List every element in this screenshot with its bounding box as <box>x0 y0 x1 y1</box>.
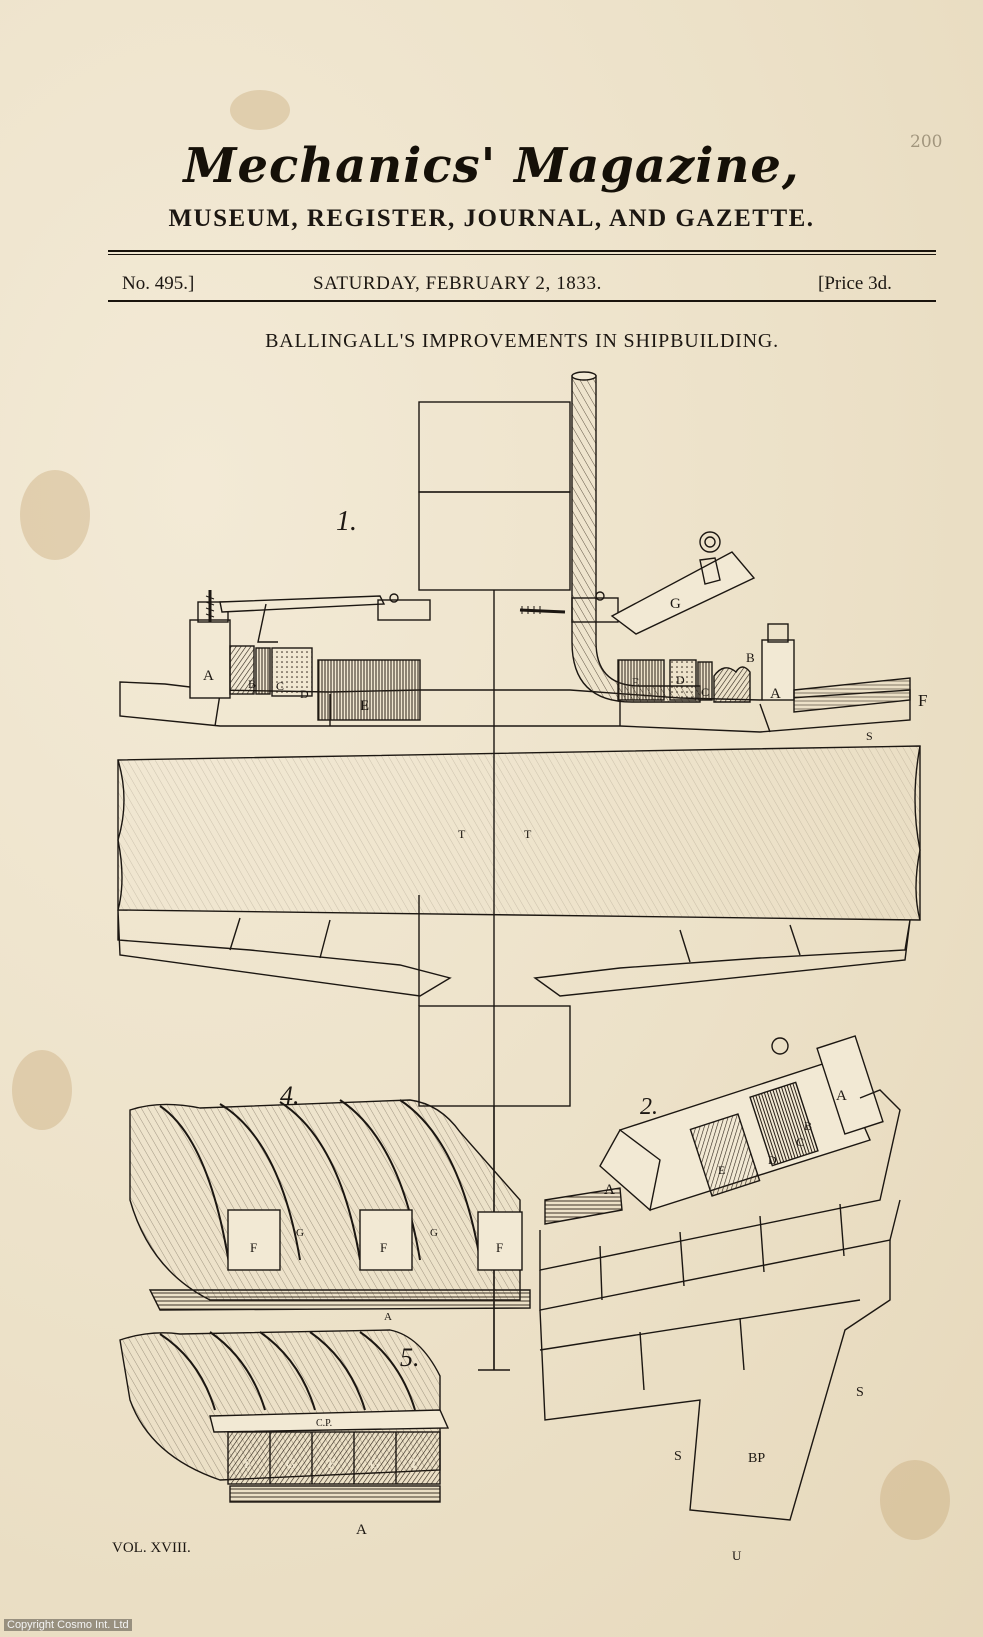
fig1-label-c-right: C <box>701 685 709 699</box>
fig1-label-c-left: C <box>276 679 284 693</box>
magazine-subtitle: MUSEUM, REGISTER, JOURNAL, AND GAZETTE. <box>168 205 815 232</box>
figure-5 <box>119 1329 450 1503</box>
article-title: BALLINGALL'S IMPROVEMENTS IN SHIPBUILDIN… <box>265 330 779 352</box>
fig1-label-g: G <box>670 596 681 612</box>
volume-footer: VOL. XVIII. <box>112 1540 191 1556</box>
fig5-number: 5. <box>400 1343 420 1372</box>
figure-1 <box>117 371 921 1371</box>
fig4-label-f-2: F <box>380 1240 387 1255</box>
fig4-number: 4. <box>280 1081 300 1110</box>
fig4-label-f-1: F <box>250 1240 257 1255</box>
fig2-label-a-right: A <box>836 1088 847 1104</box>
fig1-label-d-right: D <box>676 673 685 687</box>
fig5-label-cp: C.P. <box>316 1418 332 1429</box>
header-rule-top <box>108 250 936 252</box>
fig5-label-t: T <box>410 1456 418 1471</box>
copyright-watermark: Copyright Cosmo Int. Ltd <box>4 1619 132 1631</box>
fig1-label-t-left: T <box>458 827 466 841</box>
fig1-label-f: F <box>918 691 927 710</box>
fig5-label-f-2: F <box>328 1456 335 1471</box>
fig1-label-s: S <box>866 729 873 743</box>
fig1-label-t-right: T <box>524 827 532 841</box>
fig2-label-b: B <box>804 1119 812 1133</box>
fig2-label-bp: BP <box>748 1451 765 1466</box>
fig4-label-f-3: F <box>496 1240 503 1255</box>
fig4-label-g-2: G <box>430 1227 438 1239</box>
fig2-number: 2. <box>640 1094 658 1120</box>
fig2-label-s-right: S <box>856 1385 864 1400</box>
fig2-label-u: U <box>732 1548 742 1563</box>
stain <box>12 1050 72 1130</box>
fig1-label-a-left: A <box>203 668 214 684</box>
fig1-number: 1. <box>336 506 357 537</box>
figure-2 <box>539 1035 901 1521</box>
fig4-label-a: A <box>384 1311 392 1323</box>
fig2-label-a-left: A <box>604 1182 615 1198</box>
fig1-label-d-left: D <box>300 687 309 701</box>
fig5-label-g-1: G <box>286 1456 295 1471</box>
fig2-label-c: C <box>796 1135 804 1149</box>
stain <box>880 1460 950 1540</box>
fig2-label-s-bottom: S <box>674 1449 682 1464</box>
fig5-label-f-1: F <box>244 1456 251 1471</box>
issue-line: No. 495.] SATURDAY, FEBRUARY 2, 1833. [P… <box>108 269 936 297</box>
fig5-label-a: A <box>356 1522 367 1538</box>
header-rule-top-thin <box>108 254 936 255</box>
issue-price: [Price 3d. <box>818 273 892 294</box>
page-number: 200 <box>910 132 943 152</box>
fig2-label-e: E <box>718 1163 725 1177</box>
figure-4 <box>129 1099 531 1311</box>
stain <box>20 470 90 560</box>
issue-date: SATURDAY, FEBRUARY 2, 1833. <box>313 273 602 294</box>
issue-number: No. 495.] <box>122 273 195 294</box>
fig1-label-b-right: B <box>746 650 755 665</box>
fig2-label-d: D <box>768 1153 777 1167</box>
fig1-label-e-right: E <box>632 675 639 689</box>
stain <box>230 90 290 130</box>
fig1-label-e-left: E <box>360 698 369 714</box>
fig5-label-g-2: G <box>370 1456 379 1471</box>
magazine-title: Mechanics' Magazine, <box>183 138 800 194</box>
header-rule-bottom <box>108 300 936 302</box>
fig4-label-g-1: G <box>296 1227 304 1239</box>
fig1-label-a-right: A <box>770 686 781 702</box>
fig1-label-b-left: B <box>248 677 256 691</box>
